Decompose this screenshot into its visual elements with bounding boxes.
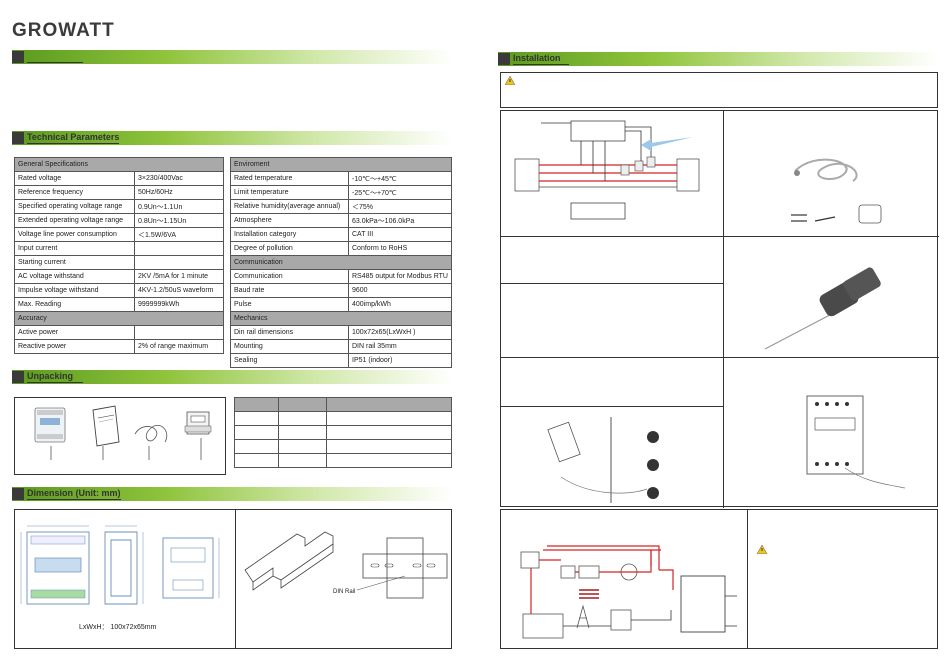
system-wiring-diagram [520,545,737,639]
section-title-dimension: Dimension (Unit: mm) [27,488,121,500]
table-header: General Specifications [14,157,224,172]
section-banner-intro [12,50,452,64]
grid-divider [501,236,939,237]
grid-divider [747,510,748,648]
warning-icon [757,545,767,554]
system-wiring-box [500,509,938,649]
section-marker [12,488,24,500]
table-row: Rated temperature-10℃～+45℃ [230,171,452,186]
table-row: Limit temperature-25℃～+70℃ [230,185,452,200]
section-marker [498,53,510,65]
panel-divider [235,510,236,648]
section-title-unpacking: Unpacking [27,371,83,383]
table-row: Starting current [14,255,224,270]
unpacking-items-box [14,397,226,475]
grid-divider [723,111,724,508]
table-row [234,425,452,440]
section-banner-installation: Installation [498,52,938,66]
ct-sensor-icon [184,411,212,460]
section-banner-unpacking: Unpacking [12,370,452,384]
section-marker [12,132,24,144]
section-banner-dimension: Dimension (Unit: mm) [12,487,452,501]
din-rail-icon [244,531,448,599]
dimension-caption: LxWxH： 100x72x65mm [79,624,157,631]
section-marker [12,371,24,383]
din-rail-label: DIN Rail [333,589,356,595]
grid-divider [501,283,723,284]
section-banner-tech: Technical Parameters [12,131,452,145]
environment-table: Enviroment Rated temperature-10℃～+45℃ Li… [230,157,452,368]
installation-steps-grid [500,110,939,508]
manual-icon [92,405,120,460]
table-row [234,439,452,454]
table-row [234,453,452,468]
table-row: Relative humidity(average annual)＜75% [230,199,452,214]
cable-icon [134,425,168,460]
grid-divider [501,406,723,407]
meter-dimension-drawing [20,525,220,605]
table-header: Enviroment [230,157,452,172]
cable-connector-photo [791,158,882,224]
meter-icon [34,407,66,460]
section-title-installation: Installation [513,53,569,65]
section-title-tech: Technical Parameters [27,132,120,144]
table-row: Active power [14,325,224,340]
ct-wiring-diagram [514,120,700,220]
unpacking-table [234,397,452,468]
table-header: Mechanics [230,311,452,326]
installation-warning-box [500,72,938,108]
section-title-intro [27,51,83,63]
grid-divider [501,357,939,358]
table-header: Communication [230,255,452,270]
table-row [234,411,452,426]
growatt-logo: GROWATT [12,20,115,41]
warning-icon [505,76,515,85]
meter-mounting-photo [547,417,659,503]
plug-connector-photo [764,267,881,350]
dimension-box: LxWxH： 100x72x65mm DIN Rail [14,509,452,649]
table-header: Accuracy [14,311,224,326]
package-contents-illustration [34,405,212,460]
table-row: Input current [14,241,224,256]
section-marker [12,51,24,63]
meter-front-drawing [806,395,906,489]
table-row: Voltage line power consumption＜1.5W/6VA [14,227,224,242]
